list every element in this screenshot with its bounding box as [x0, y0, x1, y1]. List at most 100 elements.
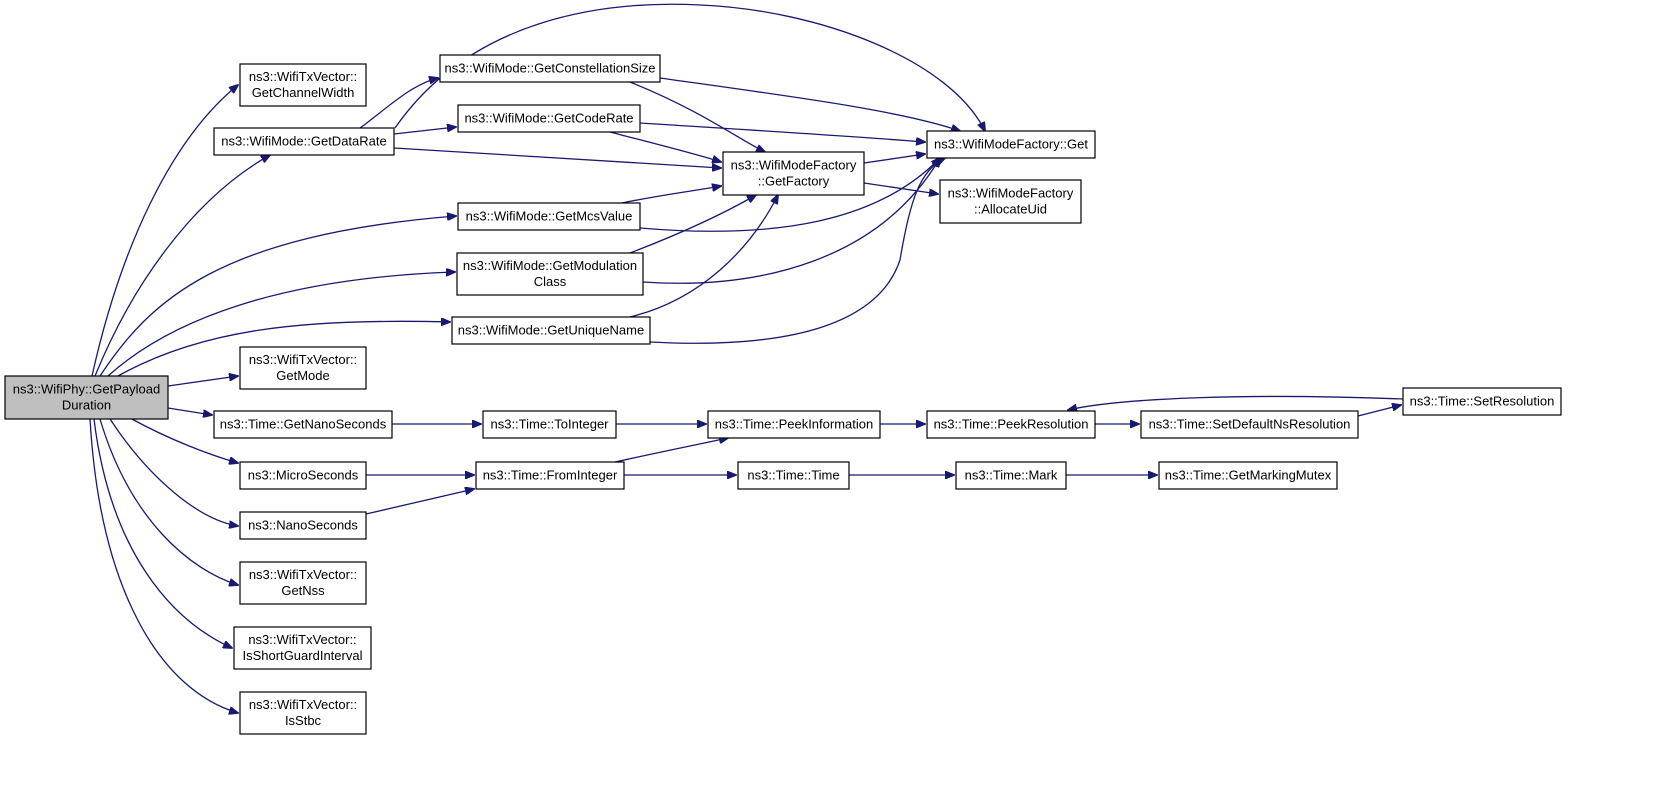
edge-getMcsValue-to-getFactory — [621, 186, 721, 204]
edge-getDataRate-to-getCodeRate — [393, 127, 456, 135]
nodes-layer: ns3::WifiPhy::GetPayloadDurationns3::Wif… — [4, 54, 1562, 735]
edge-root-to-getMode — [167, 376, 238, 387]
node-label: GetNss — [281, 583, 325, 598]
edge-getConstellationSize-to-factoryGet — [659, 77, 960, 131]
node-getNss[interactable]: ns3::WifiTxVector::GetNss — [239, 561, 367, 605]
node-getMarkingMutex[interactable]: ns3::Time::GetMarkingMutex — [1158, 461, 1338, 490]
node-microSeconds[interactable]: ns3::MicroSeconds — [239, 461, 367, 490]
edge-root-to-getUniqueName — [117, 321, 450, 377]
node-label: ns3::WifiMode::GetDataRate — [221, 134, 386, 149]
edge-root-to-getMcsValue — [99, 216, 456, 377]
node-box — [451, 316, 651, 345]
node-label: ns3::WifiTxVector:: — [249, 69, 357, 84]
node-label: ::GetFactory — [758, 174, 830, 189]
edge-root-to-nanoSeconds — [109, 418, 238, 526]
node-label: ns3::WifiModeFactory — [731, 158, 857, 173]
edges-layer — [89, 3, 1404, 713]
node-box — [475, 461, 625, 490]
node-label: ns3::WifiModeFactory — [948, 186, 1074, 201]
node-box — [457, 202, 641, 231]
edge-root-to-getNss — [99, 418, 238, 585]
node-box — [1402, 387, 1562, 416]
node-label: ns3::Time::SetDefaultNsResolution — [1149, 417, 1351, 432]
node-box — [239, 461, 367, 490]
node-label: ns3::WifiMode::GetModulation — [463, 258, 637, 273]
node-getChannelWidth[interactable]: ns3::WifiTxVector::GetChannelWidth — [239, 63, 367, 107]
node-box — [239, 511, 367, 540]
node-box — [1158, 461, 1338, 490]
node-label: ns3::Time::GetMarkingMutex — [1165, 468, 1332, 483]
node-nanoSeconds[interactable]: ns3::NanoSeconds — [239, 511, 367, 540]
edge-getCodeRate-to-getFactory — [609, 131, 721, 162]
node-label: ns3::Time::Time — [747, 468, 839, 483]
edge-root-to-isStbc — [89, 418, 238, 713]
node-box — [955, 461, 1067, 490]
edge-setResolution-to-peekResolution — [1068, 395, 1404, 410]
edge-fromInteger-to-peekInformation — [614, 438, 728, 463]
node-getConstellationSize[interactable]: ns3::WifiMode::GetConstellationSize — [439, 54, 661, 83]
node-isStbc[interactable]: ns3::WifiTxVector::IsStbc — [239, 691, 367, 735]
node-label: ::AllocateUid — [974, 202, 1047, 217]
node-getDataRate[interactable]: ns3::WifiMode::GetDataRate — [213, 127, 395, 156]
edge-nanoSeconds-to-fromInteger — [365, 489, 474, 515]
edge-getDataRate-to-getConstellationSize — [359, 78, 438, 129]
node-label: ns3::WifiMode::GetCodeRate — [464, 111, 633, 126]
node-label: ns3::Time::PeekInformation — [715, 417, 873, 432]
node-label: ns3::WifiMode::GetConstellationSize — [445, 61, 656, 76]
node-label: ns3::WifiMode::GetUniqueName — [458, 323, 644, 338]
edge-setDefaultNsResolution-to-setResolution — [1357, 405, 1401, 417]
edge-getMcsValue-to-factoryGet — [639, 158, 940, 232]
node-label: ns3::NanoSeconds — [248, 518, 358, 533]
node-label: ns3::WifiTxVector:: — [249, 567, 357, 582]
edge-root-to-getDataRate — [94, 155, 270, 377]
node-label: ns3::MicroSeconds — [248, 468, 359, 483]
node-setDefaultNsResolution[interactable]: ns3::Time::SetDefaultNsResolution — [1140, 410, 1359, 439]
node-label: IsStbc — [285, 713, 322, 728]
node-allocateUid[interactable]: ns3::WifiModeFactory::AllocateUid — [939, 179, 1082, 224]
node-label: ns3::Time::PeekResolution — [934, 417, 1089, 432]
edge-getDataRate-to-factoryGet — [394, 3, 985, 131]
node-fromInteger[interactable]: ns3::Time::FromInteger — [475, 461, 625, 490]
node-label: ns3::WifiTxVector:: — [248, 632, 356, 647]
node-label: ns3::WifiMode::GetMcsValue — [466, 209, 633, 224]
edge-getUniqueName-to-getFactory — [629, 195, 778, 318]
node-box — [456, 252, 644, 296]
node-label: ns3::WifiPhy::GetPayload — [13, 382, 160, 397]
node-factoryGet[interactable]: ns3::WifiModeFactory::Get — [926, 130, 1096, 159]
node-getNanoSeconds[interactable]: ns3::Time::GetNanoSeconds — [213, 410, 393, 439]
node-label: ns3::Time::FromInteger — [483, 468, 618, 483]
edge-root-to-getModulationClass — [107, 272, 455, 377]
node-getCodeRate[interactable]: ns3::WifiMode::GetCodeRate — [457, 104, 641, 133]
node-box — [482, 410, 617, 439]
node-peekResolution[interactable]: ns3::Time::PeekResolution — [926, 410, 1096, 439]
node-label: ns3::WifiTxVector:: — [249, 697, 357, 712]
node-isShortGuardInterval[interactable]: ns3::WifiTxVector::IsShortGuardInterval — [233, 626, 372, 670]
node-box — [926, 130, 1096, 159]
node-box — [457, 104, 641, 133]
edge-root-to-isShortGuardInterval — [93, 418, 232, 648]
node-setResolution[interactable]: ns3::Time::SetResolution — [1402, 387, 1562, 416]
node-getMode[interactable]: ns3::WifiTxVector::GetMode — [239, 346, 367, 390]
node-box — [213, 127, 395, 156]
node-timeMark[interactable]: ns3::Time::Mark — [955, 461, 1067, 490]
node-timeTime[interactable]: ns3::Time::Time — [737, 461, 850, 490]
node-box — [722, 151, 865, 196]
node-box — [737, 461, 850, 490]
node-getUniqueName[interactable]: ns3::WifiMode::GetUniqueName — [451, 316, 651, 345]
node-toInteger[interactable]: ns3::Time::ToInteger — [482, 410, 617, 439]
node-box — [939, 179, 1082, 224]
node-box — [213, 410, 393, 439]
node-label: ns3::WifiTxVector:: — [249, 352, 357, 367]
node-box — [439, 54, 661, 83]
node-getFactory[interactable]: ns3::WifiModeFactory::GetFactory — [722, 151, 865, 196]
node-label: GetChannelWidth — [252, 85, 355, 100]
edge-root-to-getNanoSeconds — [167, 407, 212, 415]
node-box — [239, 691, 367, 735]
node-box — [1140, 410, 1359, 439]
node-peekInformation[interactable]: ns3::Time::PeekInformation — [707, 410, 881, 439]
node-label: ns3::WifiModeFactory::Get — [934, 137, 1088, 152]
node-getMcsValue[interactable]: ns3::WifiMode::GetMcsValue — [457, 202, 641, 231]
